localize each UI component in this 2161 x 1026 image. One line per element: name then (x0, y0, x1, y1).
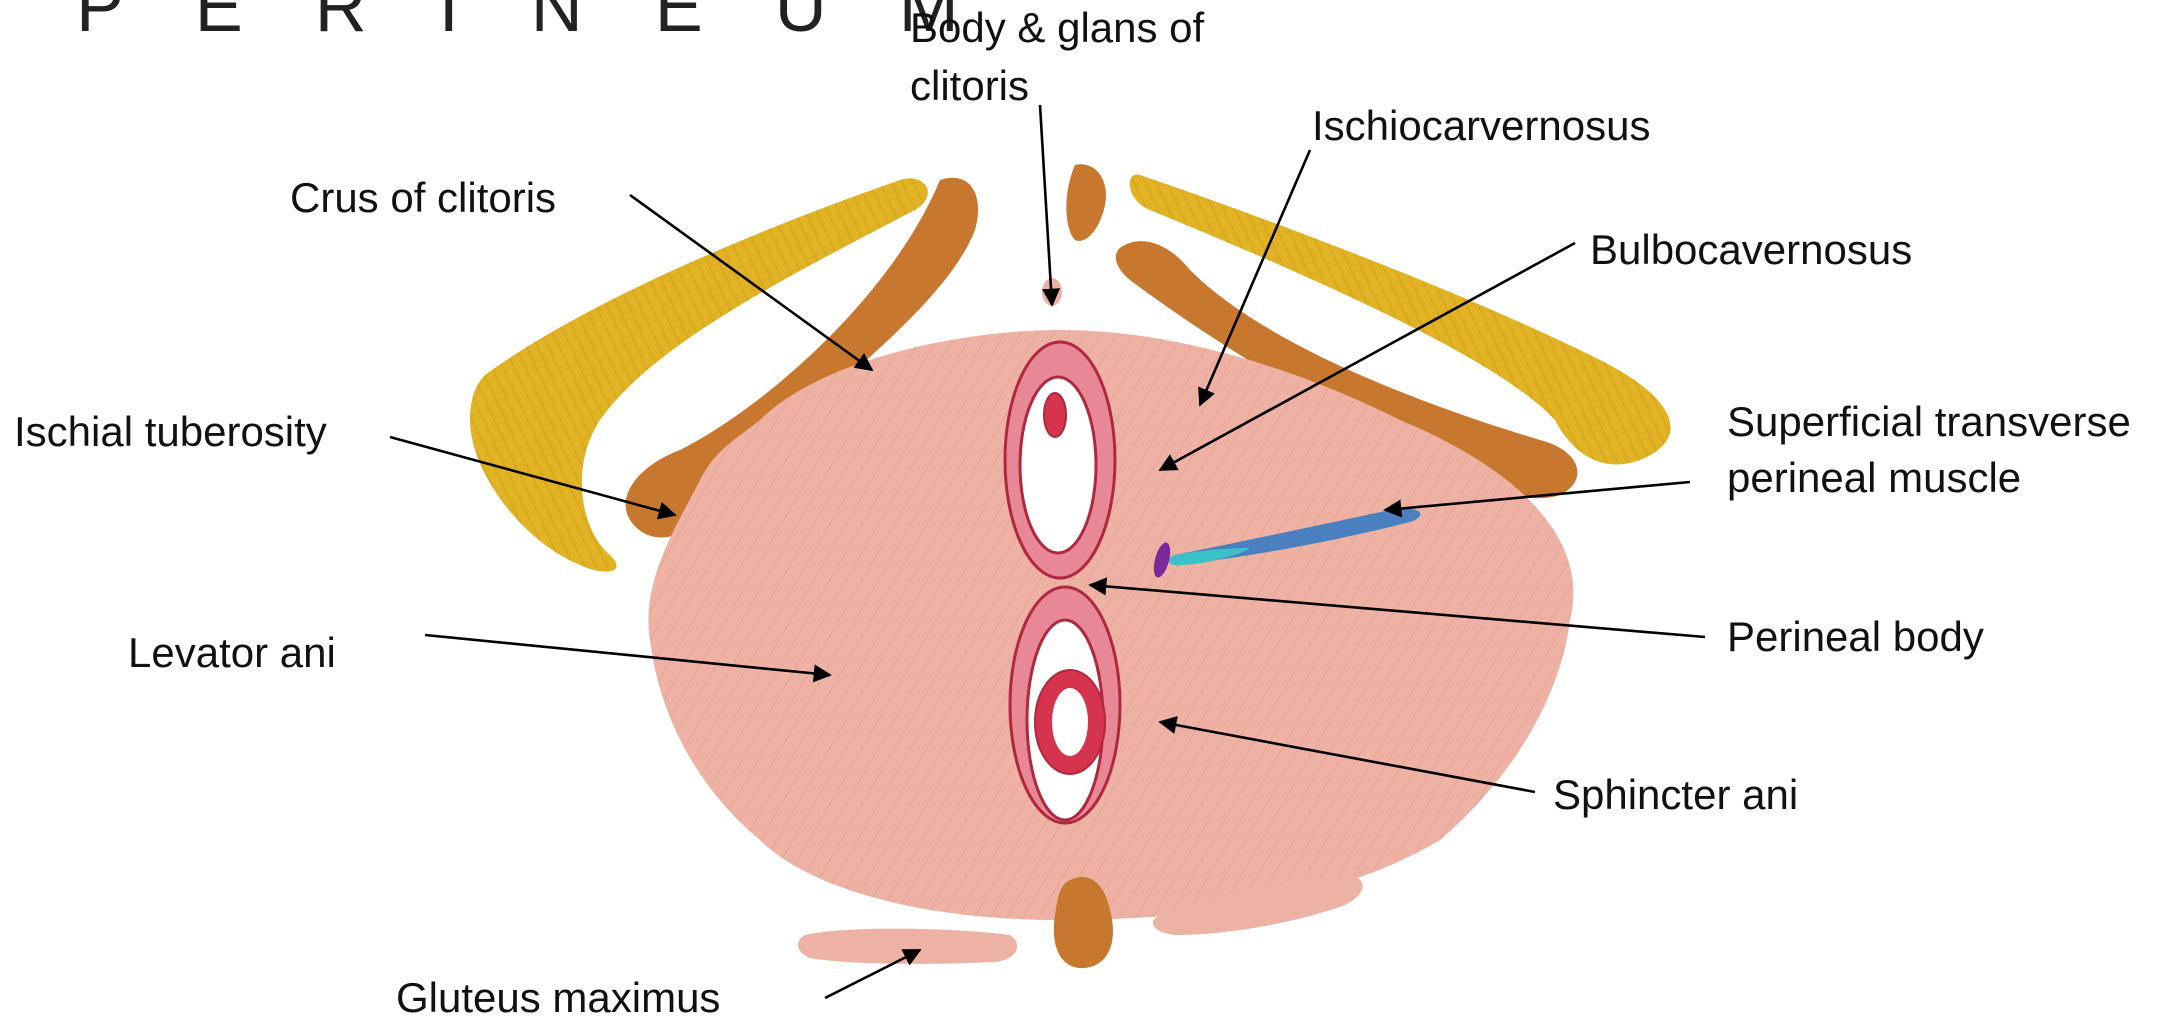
label-ischial-tuberosity: Ischial tuberosity (14, 404, 327, 460)
label-superficial-line1: Superficial transverse (1727, 394, 2131, 450)
label-perineal-body: Perineal body (1727, 609, 1984, 665)
label-body-glans-line2: clitoris (910, 58, 1029, 114)
clitoris-body (1066, 164, 1106, 241)
urogenital-opening (1005, 342, 1115, 578)
label-bulbocavernosus: Bulbocavernosus (1590, 222, 1912, 278)
pointer-body-glans (1040, 105, 1052, 305)
label-ischiocarvernosus: Ischiocarvernosus (1312, 98, 1650, 154)
page-title: P E R I N E U M (76, 0, 985, 52)
label-levator-ani: Levator ani (128, 625, 336, 681)
label-crus-of-clitoris: Crus of clitoris (290, 170, 556, 226)
label-gluteus-maximus: Gluteus maximus (396, 970, 720, 1026)
label-sphincter-ani: Sphincter ani (1553, 767, 1798, 823)
anal-opening (1010, 587, 1120, 823)
label-body-glans-line1: Body & glans of (910, 0, 1204, 56)
label-superficial-line2: perineal muscle (1727, 450, 2021, 506)
